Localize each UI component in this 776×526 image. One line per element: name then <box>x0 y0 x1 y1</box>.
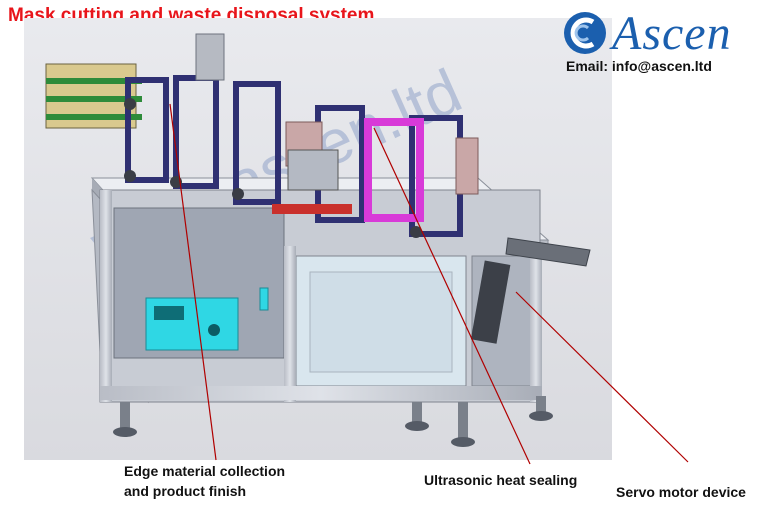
frame-rail-bottom <box>100 386 542 400</box>
roller <box>124 170 136 182</box>
caster <box>113 427 137 437</box>
upper-post <box>195 33 225 81</box>
ascen-logo-icon <box>564 12 606 54</box>
caster <box>405 421 429 431</box>
callout-edge-line2: and product finish <box>124 483 247 499</box>
roller <box>170 176 182 188</box>
foot <box>412 402 422 424</box>
caster <box>451 437 475 447</box>
caster <box>529 411 553 421</box>
roller <box>410 226 422 238</box>
pressure-pad <box>455 137 479 195</box>
leader-line-ultrasonic <box>373 127 531 465</box>
red-guide <box>272 204 352 214</box>
servo-motor-arm <box>505 237 591 267</box>
heat-seal-fixture <box>364 118 424 222</box>
frame-post-mid <box>284 246 296 402</box>
callout-edge-line1: Edge material collection <box>124 463 286 479</box>
foot <box>458 402 468 440</box>
frame-post-right <box>530 246 542 402</box>
callout-ultrasonic: Ultrasonic heat sealing <box>424 472 578 488</box>
roller <box>124 98 136 110</box>
brand-name: Ascen <box>612 7 732 60</box>
foot <box>536 396 546 416</box>
control-panel-display <box>154 306 184 320</box>
bay-inner <box>309 271 453 373</box>
foot <box>120 402 130 430</box>
roller <box>232 188 244 200</box>
callout-servo: Servo motor device <box>616 484 746 500</box>
roll-rod <box>46 78 142 84</box>
cylinder <box>287 149 339 191</box>
control-panel <box>145 297 239 351</box>
leader-line-servo <box>515 291 689 463</box>
leader-line-edge-material <box>169 103 217 461</box>
roll-rod <box>46 114 142 120</box>
contact-email: Email: info@ascen.ltd <box>566 58 712 74</box>
callout-edge-material: Edge material collection and product fin… <box>124 461 285 501</box>
frame-post-left <box>100 190 112 402</box>
roll-rod <box>46 96 142 102</box>
control-knob <box>208 324 220 336</box>
servo-belt <box>470 260 511 344</box>
door-handle <box>259 287 269 311</box>
